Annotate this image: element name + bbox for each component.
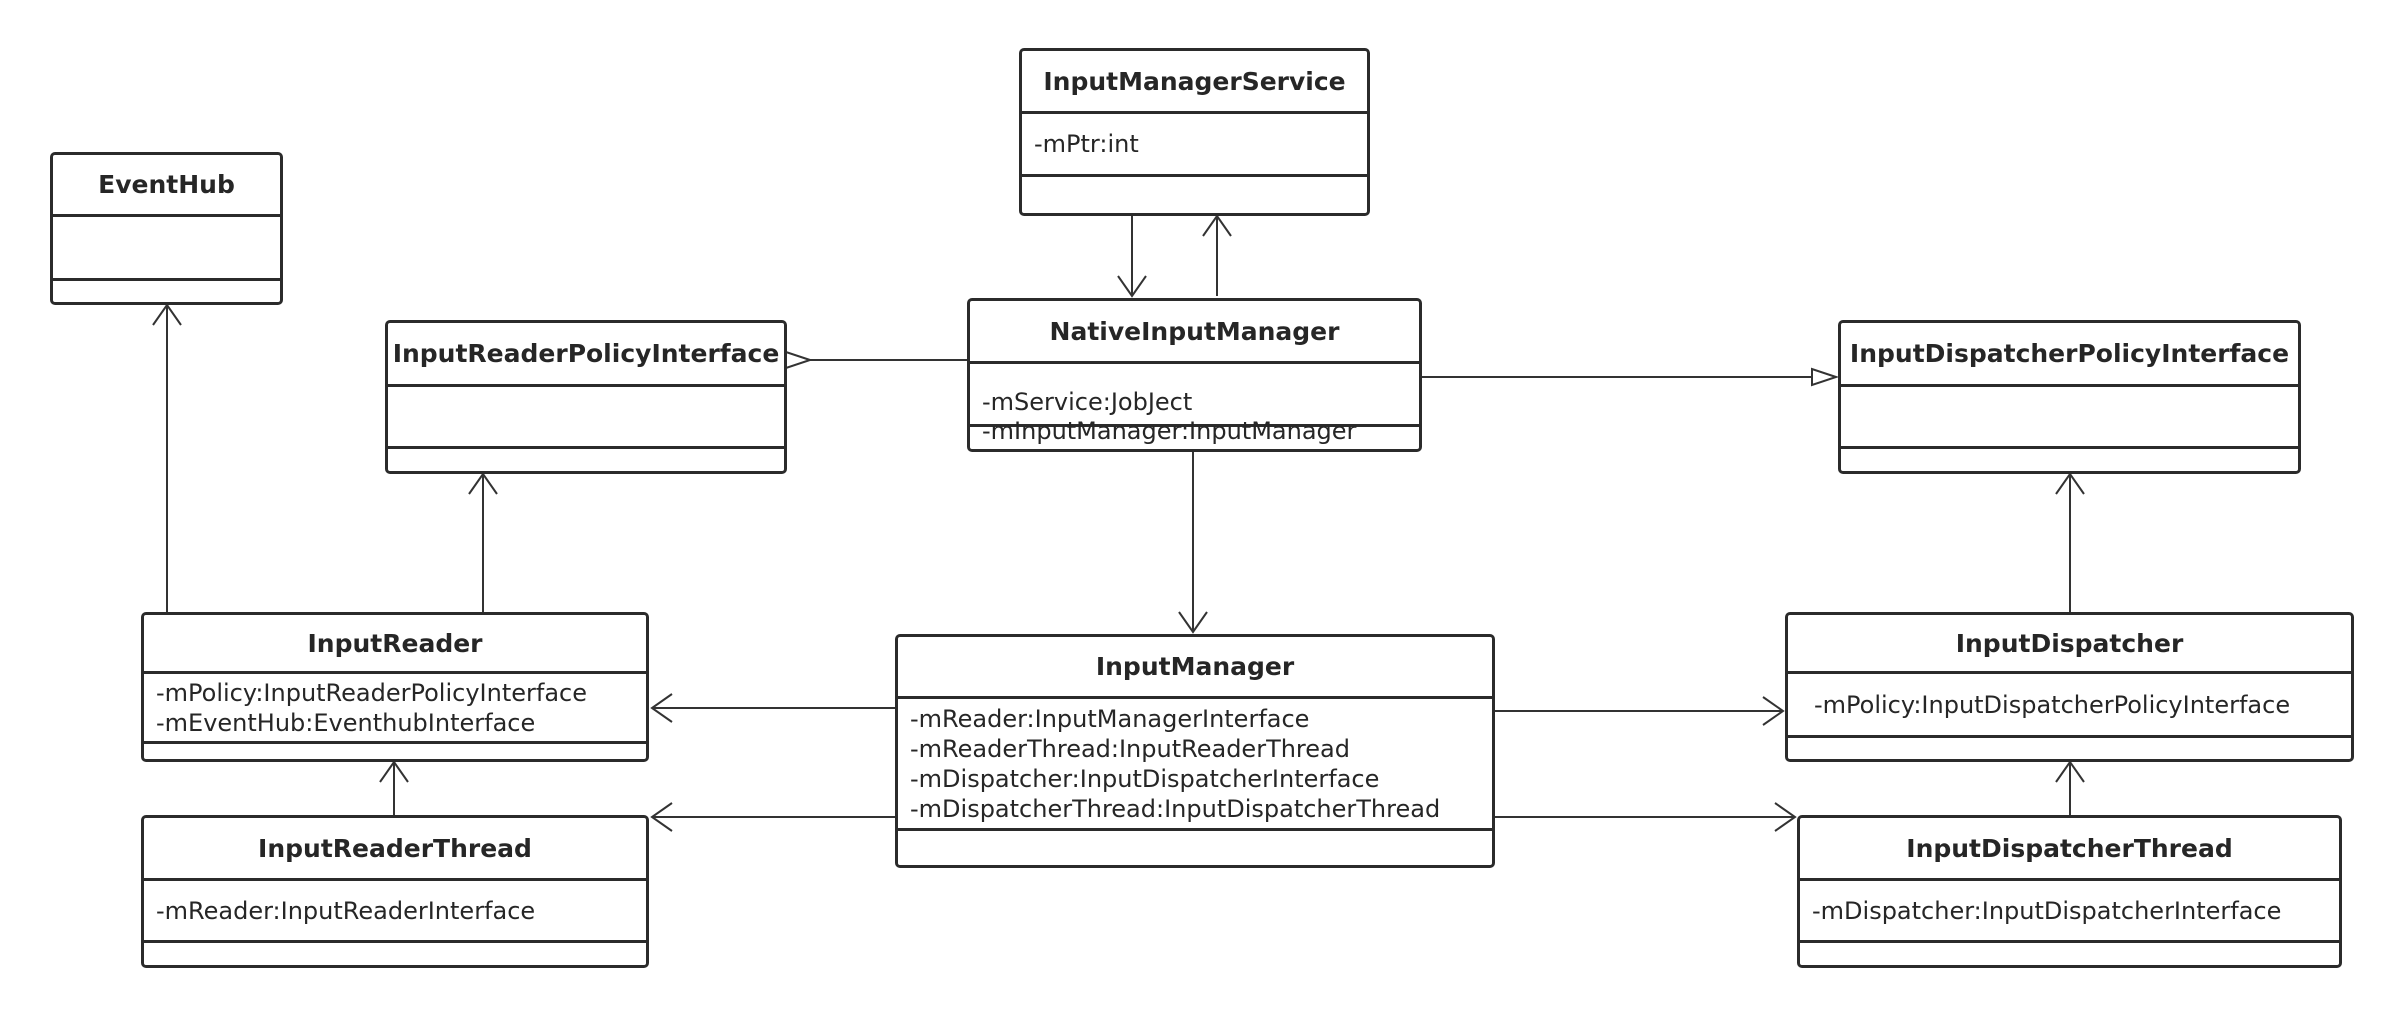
class-name: EventHub [53,155,280,217]
arrowhead-id-to-idpi [2055,472,2085,495]
attribute: -mDispatcher:InputDispatcherInterface [1812,896,2282,925]
attributes [1841,387,2298,449]
class-input-reader-thread: InputReaderThread -mReader:InputReaderIn… [141,815,649,968]
attribute: -mDispatcherThread:InputDispatcherThread [910,794,1441,823]
class-name: InputReader [144,615,646,674]
class-name: InputManager [898,637,1492,699]
attributes: -mPtr:int [1022,114,1367,177]
attributes: -mReader:InputReaderInterface [144,881,646,943]
attribute: -mDispatcher:InputDispatcherInterface [910,764,1380,793]
arrowhead-nim-to-irpi [785,350,814,370]
class-native-input-manager: NativeInputManager -mService:JobJect -mI… [967,298,1422,452]
class-name: InputReaderPolicyInterface [388,323,784,387]
class-input-manager: InputManager -mReader:InputManagerInterf… [895,634,1495,868]
attribute: -mPolicy:InputReaderPolicyInterface [156,678,587,707]
arrowhead-im-to-idt [1774,802,1797,832]
class-name: NativeInputManager [970,301,1419,364]
class-name: InputManagerService [1022,51,1367,114]
attributes: -mPolicy:InputReaderPolicyInterface -mEv… [144,674,646,744]
class-name: InputDispatcherPolicyInterface [1841,323,2298,387]
attribute: -mService:JobJect [982,388,1193,416]
attribute: -mReaderThread:InputReaderThread [910,734,1350,763]
attribute: -mEventHub:EventhubInterface [156,708,536,737]
attribute: -mPolicy:InputDispatcherPolicyInterface [1814,690,2291,719]
attributes: -mService:JobJect -mInputManager:InputMa… [970,364,1419,445]
attribute: -mReader:InputManagerInterface [910,704,1310,733]
attributes: -mPolicy:InputDispatcherPolicyInterface [1788,674,2351,738]
class-input-manager-service: InputManagerService -mPtr:int [1019,48,1370,216]
attributes: -mDispatcher:InputDispatcherInterface [1800,881,2339,943]
class-name: InputDispatcherThread [1800,818,2339,881]
arrowhead-ir-to-irpi [468,472,498,495]
class-name: InputDispatcher [1788,615,2351,674]
arrowhead-im-to-id [1762,696,1785,726]
class-input-reader-policy-interface: InputReaderPolicyInterface [385,320,787,474]
arrowhead-nim-to-ims [1202,214,1232,237]
arrowhead-irt-to-ir [379,760,409,783]
class-event-hub: EventHub [50,152,283,305]
class-input-dispatcher-policy-interface: InputDispatcherPolicyInterface [1838,320,2301,474]
class-input-dispatcher: InputDispatcher -mPolicy:InputDispatcher… [1785,612,2354,762]
arrowhead-im-to-irt [650,802,673,832]
attributes [388,387,784,449]
attribute: -mInputManager:InputManager [982,417,1357,445]
class-input-reader: InputReader -mPolicy:InputReaderPolicyIn… [141,612,649,762]
attributes [53,217,280,281]
class-name: InputReaderThread [144,818,646,881]
arrowhead-nim-to-idpi [1811,367,1840,387]
class-input-dispatcher-thread: InputDispatcherThread -mDispatcher:Input… [1797,815,2342,968]
attributes: -mReader:InputManagerInterface -mReaderT… [898,699,1492,831]
arrowhead-ims-to-nim [1117,275,1147,298]
arrowhead-nim-to-im [1178,611,1208,634]
attribute: -mReader:InputReaderInterface [156,896,536,925]
arrowhead-ir-to-eventhub [152,303,182,326]
arrowhead-im-to-ir [650,693,673,723]
attribute: -mPtr:int [1034,130,1139,158]
arrowhead-idt-to-id [2055,760,2085,783]
